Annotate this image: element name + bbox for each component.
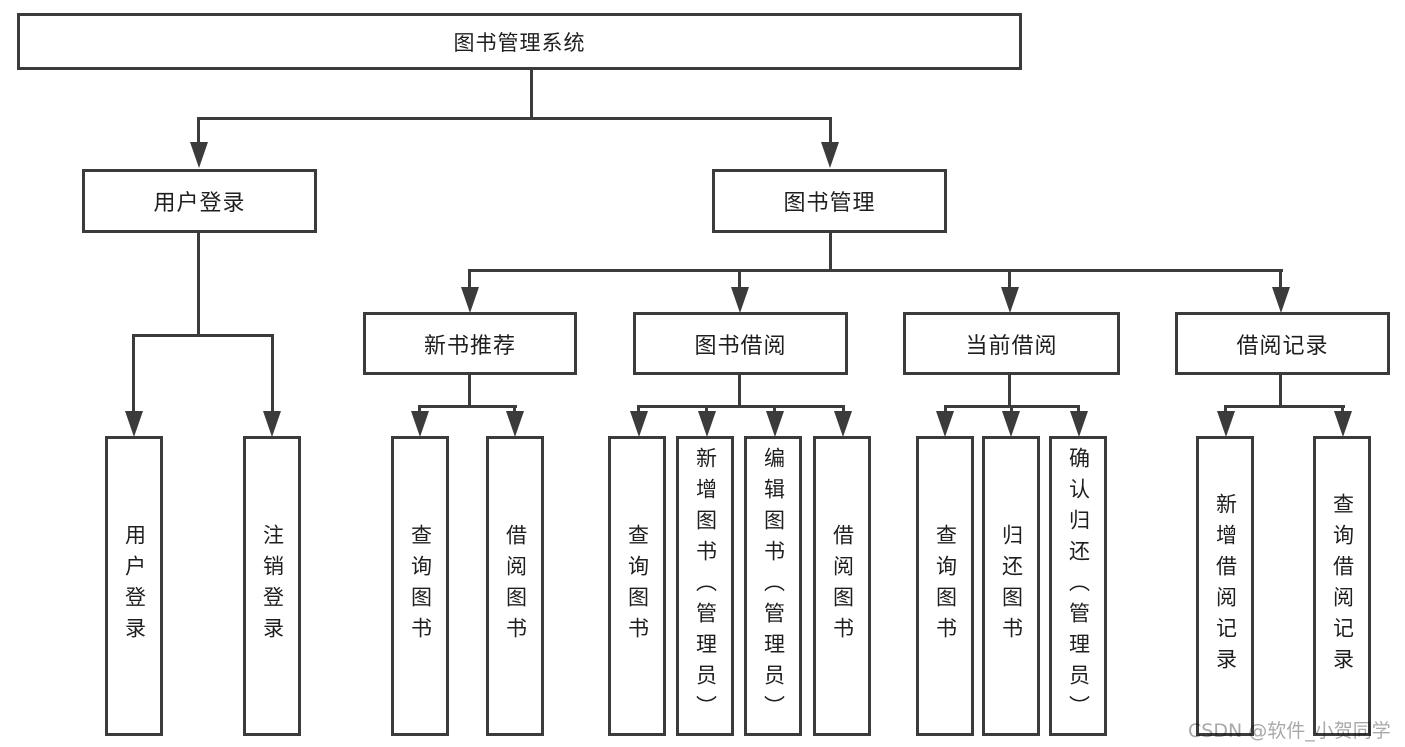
connector-level3-branch xyxy=(468,269,1283,272)
leaf-logout-label: 注销登录 xyxy=(260,524,285,648)
connector-book-mgmt-trunk xyxy=(829,233,832,271)
arrowhead-down xyxy=(1001,287,1019,313)
leaf-current-confirm-return-admin: 确认归还（管理员） xyxy=(1049,436,1107,736)
connector-user-login-split xyxy=(132,334,274,337)
leaf-recommend-query-book: 查询图书 xyxy=(391,436,449,736)
connector-stem xyxy=(271,334,274,413)
connector-stem xyxy=(829,117,832,144)
connector-stem xyxy=(1279,269,1282,290)
connector-stem xyxy=(468,269,471,290)
node-borrow-records: 借阅记录 xyxy=(1175,312,1390,375)
connector-stem xyxy=(842,405,845,414)
node-book-borrow: 图书借阅 xyxy=(633,312,848,375)
node-book-borrow-label: 图书借阅 xyxy=(694,333,787,359)
leaf-user-login: 用户登录 xyxy=(105,436,163,736)
node-borrow-records-label: 借阅记录 xyxy=(1236,333,1329,359)
leaf-recommend-borrow-book-label: 借阅图书 xyxy=(503,524,528,648)
connector-stem xyxy=(197,117,200,144)
connector-current-borrow-trunk xyxy=(1008,375,1011,407)
leaf-borrow-borrow-book-label: 借阅图书 xyxy=(830,524,855,648)
node-root: 图书管理系统 xyxy=(17,13,1022,70)
node-new-book-recommend: 新书推荐 xyxy=(363,312,577,375)
connector-new-book-trunk xyxy=(468,375,471,407)
connector-stem xyxy=(738,269,741,290)
connector-stem xyxy=(513,405,516,414)
arrowhead-down xyxy=(461,287,479,313)
leaf-recommend-borrow-book: 借阅图书 xyxy=(486,436,544,736)
leaf-records-add-record-label: 新增借阅记录 xyxy=(1213,493,1238,679)
leaf-borrow-add-book-admin: 新增图书（管理员） xyxy=(676,436,734,736)
leaf-user-login-label: 用户登录 xyxy=(122,524,147,648)
arrowhead-down xyxy=(1272,287,1290,313)
arrowhead-down xyxy=(630,411,648,437)
leaf-current-query-book: 查询图书 xyxy=(916,436,974,736)
leaf-current-confirm-return-admin-label: 确认归还（管理员） xyxy=(1066,446,1091,726)
node-book-management: 图书管理 xyxy=(712,169,947,233)
leaf-borrow-borrow-book: 借阅图书 xyxy=(813,436,871,736)
node-new-book-recommend-label: 新书推荐 xyxy=(423,333,516,359)
connector-stem xyxy=(1008,269,1011,290)
connector-stem xyxy=(944,405,947,414)
arrowhead-down xyxy=(936,411,954,437)
leaf-records-query-record-label: 查询借阅记录 xyxy=(1330,493,1355,679)
leaf-borrow-query-book: 查询图书 xyxy=(608,436,666,736)
connector-borrow-records-trunk xyxy=(1279,375,1282,407)
arrowhead-down xyxy=(1002,411,1020,437)
connector-borrow-records-split xyxy=(1224,405,1345,408)
arrowhead-down xyxy=(698,411,716,437)
leaf-records-add-record: 新增借阅记录 xyxy=(1196,436,1254,736)
connector-stem xyxy=(418,405,421,414)
connector-root-trunk xyxy=(530,70,533,119)
leaf-records-query-record: 查询借阅记录 xyxy=(1313,436,1371,736)
leaf-current-return-book: 归还图书 xyxy=(982,436,1040,736)
node-current-borrow-label: 当前借阅 xyxy=(965,333,1058,359)
connector-stem xyxy=(705,405,708,414)
node-user-login: 用户登录 xyxy=(82,169,317,233)
arrowhead-down xyxy=(1334,411,1352,437)
node-user-login-label: 用户登录 xyxy=(153,191,246,216)
node-root-label: 图书管理系统 xyxy=(453,30,586,55)
connector-user-login-trunk xyxy=(197,233,200,335)
leaf-borrow-edit-book-admin-label: 编辑图书（管理员） xyxy=(761,446,786,726)
leaf-current-return-book-label: 归还图书 xyxy=(999,524,1024,648)
connector-level2-branch xyxy=(197,117,832,120)
arrowhead-down xyxy=(190,142,208,168)
connector-stem xyxy=(132,334,135,413)
arrowhead-down xyxy=(506,411,524,437)
arrowhead-down xyxy=(1217,411,1235,437)
leaf-borrow-edit-book-admin: 编辑图书（管理员） xyxy=(744,436,802,736)
leaf-logout: 注销登录 xyxy=(243,436,301,736)
node-book-management-label: 图书管理 xyxy=(783,191,876,216)
csdn-watermark: CSDN @软件_小贺同学 xyxy=(1188,720,1391,742)
connector-stem xyxy=(1341,405,1344,414)
connector-stem xyxy=(773,405,776,414)
arrowhead-down xyxy=(125,411,143,437)
connector-stem xyxy=(637,405,640,414)
connector-stem xyxy=(1077,405,1080,414)
connector-new-book-split xyxy=(418,405,517,408)
connector-book-borrow-split xyxy=(637,405,845,408)
arrowhead-down xyxy=(263,411,281,437)
arrowhead-down xyxy=(821,142,839,168)
node-current-borrow: 当前借阅 xyxy=(903,312,1120,375)
connector-stem xyxy=(1224,405,1227,414)
arrowhead-down xyxy=(731,287,749,313)
arrowhead-down xyxy=(1070,411,1088,437)
leaf-borrow-add-book-admin-label: 新增图书（管理员） xyxy=(693,446,718,726)
leaf-recommend-query-book-label: 查询图书 xyxy=(408,524,433,648)
leaf-current-query-book-label: 查询图书 xyxy=(933,524,958,648)
arrowhead-down xyxy=(766,411,784,437)
connector-stem xyxy=(1010,405,1013,414)
arrowhead-down xyxy=(834,411,852,437)
arrowhead-down xyxy=(411,411,429,437)
leaf-borrow-query-book-label: 查询图书 xyxy=(625,524,650,648)
connector-book-borrow-trunk xyxy=(738,375,741,407)
